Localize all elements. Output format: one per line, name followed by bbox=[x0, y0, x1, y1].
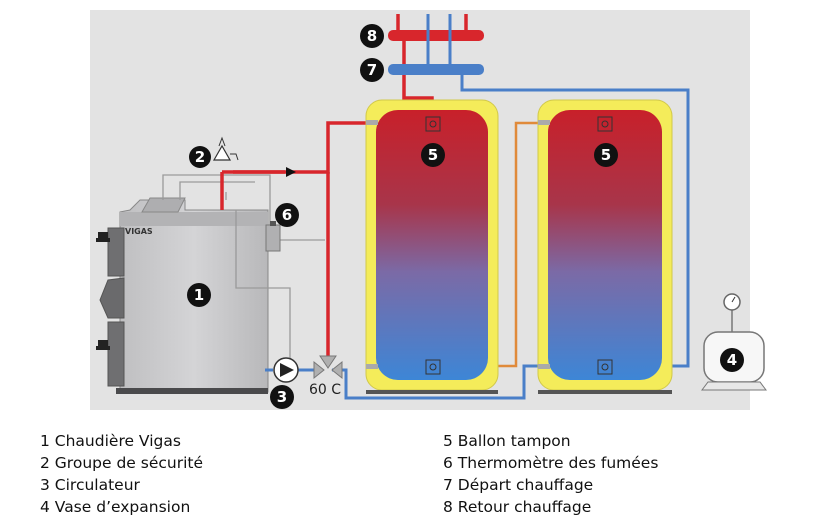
legend-item-flue-thermometer: 6 Thermomètre des fumées bbox=[443, 454, 659, 472]
svg-text:1: 1 bbox=[194, 286, 204, 304]
svg-text:7: 7 bbox=[367, 61, 377, 79]
legend-item-expansion-vessel: 4 Vase d’expansion bbox=[40, 498, 191, 516]
legend-item-circulator: 3 Circulateur bbox=[40, 476, 140, 494]
safety-group-valve bbox=[212, 136, 239, 161]
boiler: VIGAS bbox=[96, 197, 269, 394]
mixing-temperature-label: 60 C bbox=[309, 382, 341, 398]
svg-text:8: 8 bbox=[367, 27, 377, 45]
marker-supply-manifold: 7 bbox=[360, 58, 384, 82]
marker-buffer-tank-1: 5 bbox=[421, 143, 445, 167]
svg-text:4: 4 bbox=[727, 351, 737, 369]
flue-thermometer bbox=[265, 221, 281, 252]
boiler-brand-label: VIGAS bbox=[125, 227, 153, 236]
mixing-valve bbox=[313, 355, 343, 380]
marker-return-manifold: 8 bbox=[360, 24, 384, 48]
legend-left: 1 Chaudière Vigas 2 Groupe de sécurité 3… bbox=[40, 430, 203, 518]
legend-item-heating-return: 8 Retour chauffage bbox=[443, 498, 592, 516]
buffer-tank-1 bbox=[365, 99, 499, 394]
circulator-pump bbox=[273, 357, 299, 383]
svg-text:5: 5 bbox=[601, 146, 611, 164]
marker-safety-group: 2 bbox=[189, 146, 211, 168]
svg-text:5: 5 bbox=[428, 146, 438, 164]
legend-item-heating-supply: 7 Départ chauffage bbox=[443, 476, 594, 494]
control-lines bbox=[162, 174, 325, 366]
marker-expansion-vessel: 4 bbox=[720, 348, 744, 372]
flow-arrow-icon bbox=[286, 167, 296, 177]
legend-item-safety-group: 2 Groupe de sécurité bbox=[40, 454, 203, 472]
marker-boiler: 1 bbox=[187, 283, 211, 307]
heating-schematic: VIGAS bbox=[90, 10, 767, 410]
legend-item-boiler: 1 Chaudière Vigas bbox=[40, 432, 181, 450]
legend-right: 5 Ballon tampon 6 Thermomètre des fumées… bbox=[443, 430, 658, 518]
buffer-tank-2 bbox=[537, 99, 673, 394]
cold-pipes bbox=[265, 14, 690, 400]
tank-link-pipes bbox=[490, 121, 540, 368]
marker-buffer-tank-2: 5 bbox=[594, 143, 618, 167]
svg-text:2: 2 bbox=[195, 148, 205, 166]
legend-item-buffer-tank: 5 Ballon tampon bbox=[443, 432, 571, 450]
svg-text:3: 3 bbox=[277, 388, 287, 406]
marker-circulator: 3 bbox=[270, 385, 294, 409]
marker-flue-thermometer: 6 bbox=[275, 203, 299, 227]
svg-text:6: 6 bbox=[282, 206, 292, 224]
